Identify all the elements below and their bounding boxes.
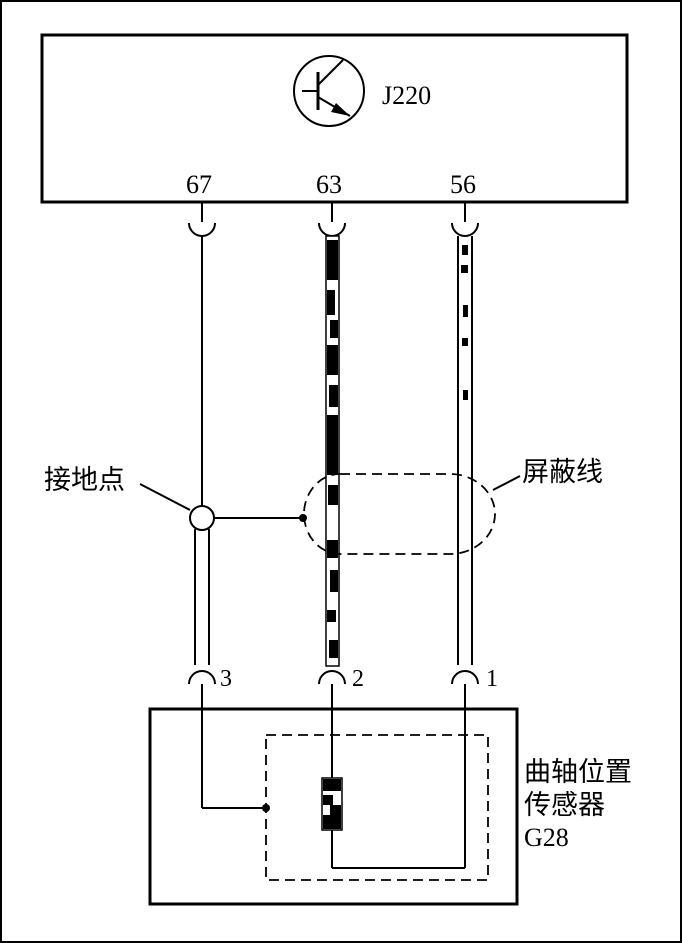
connector-1 bbox=[451, 670, 479, 685]
inner-shield-dot bbox=[262, 804, 270, 812]
sensor-pin-3: 3 bbox=[220, 666, 232, 692]
ecu-pin-67: 67 bbox=[186, 170, 212, 199]
shield-outline bbox=[303, 473, 496, 555]
wire-63-shielded bbox=[325, 235, 340, 667]
connector-63 bbox=[318, 222, 346, 237]
ecu-pin-56: 56 bbox=[450, 170, 476, 199]
connector-2 bbox=[318, 670, 346, 685]
shield-leader bbox=[492, 475, 521, 491]
shield-wire-label: 屏蔽线 bbox=[522, 457, 603, 488]
ground-point-label: 接地点 bbox=[44, 465, 125, 496]
connector-67 bbox=[188, 222, 216, 237]
connector-56 bbox=[451, 222, 479, 237]
sensor-inner-shield bbox=[265, 734, 489, 881]
ground-point-node bbox=[189, 505, 215, 531]
ecu-pin-63: 63 bbox=[316, 170, 342, 199]
sensor-code: G28 bbox=[524, 823, 569, 852]
ecu-box bbox=[40, 33, 629, 204]
sensor-name-line2: 传感器 bbox=[524, 790, 605, 821]
sensor-box bbox=[148, 707, 519, 906]
ground-leader bbox=[139, 483, 191, 511]
sensor-name-line1: 曲轴位置 bbox=[524, 757, 632, 788]
ecu-label: J220 bbox=[382, 81, 431, 110]
connector-3 bbox=[188, 670, 216, 685]
sensor-coil-icon bbox=[321, 777, 343, 831]
transistor-icon bbox=[293, 55, 365, 127]
wire-56 bbox=[457, 236, 473, 665]
sensor-pin-1: 1 bbox=[486, 666, 498, 692]
shield-junction-dot bbox=[299, 514, 307, 522]
sensor-pin-2: 2 bbox=[352, 666, 364, 692]
